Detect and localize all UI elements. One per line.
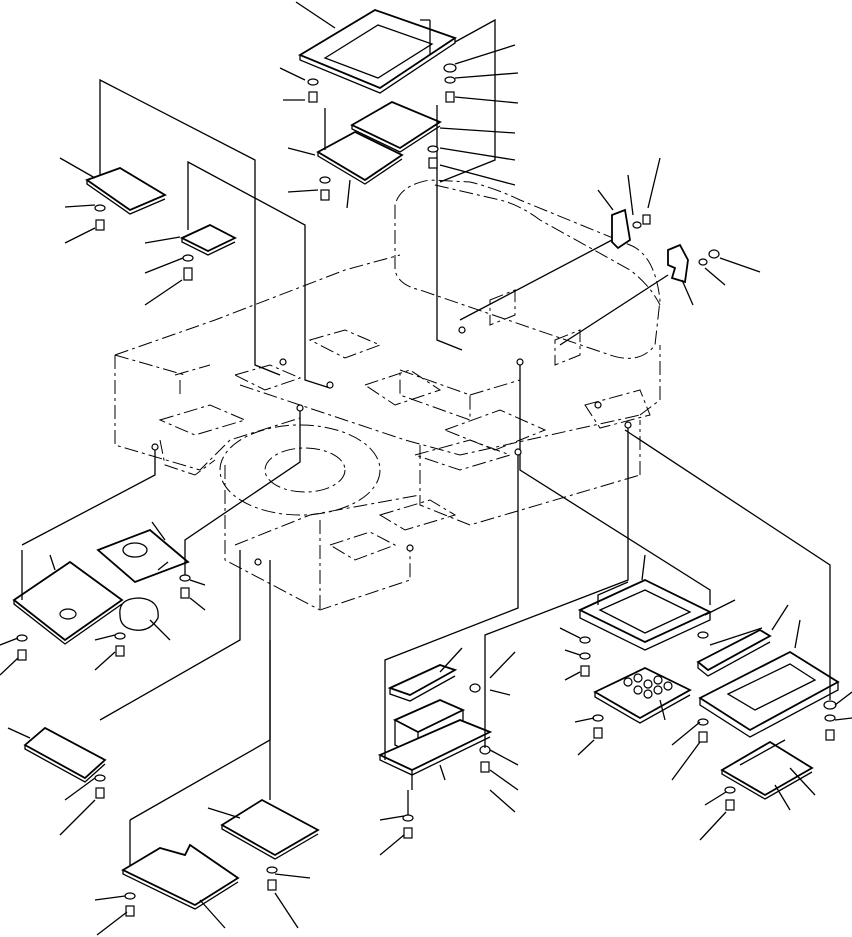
- bottom-left-leaders: [7, 727, 311, 936]
- top-cover-plate: [298, 9, 458, 90]
- top-small-plate: [316, 130, 404, 182]
- bracket-leaders: [597, 157, 761, 306]
- left-upper-leaders: [59, 157, 184, 306]
- top-cover-leaders: [279, 1, 519, 209]
- frame-outline: [114, 179, 661, 611]
- bottom-left-plates: [23, 550, 320, 917]
- center-lower-leaders: [379, 647, 519, 856]
- grommet-cluster: [623, 673, 673, 699]
- mount-plate: [96, 528, 190, 584]
- center-lower-assembly: [377, 425, 629, 839]
- gasket: [119, 597, 159, 631]
- left-lower-leaders: [0, 521, 206, 676]
- top-cover-assembly: [298, 9, 463, 351]
- bracket-parts: [459, 208, 720, 346]
- top-inner-plate: [350, 100, 442, 150]
- right-lower-assembly: [519, 365, 840, 811]
- frame-holes: [151, 326, 632, 566]
- right-lower-leaders: [559, 554, 852, 841]
- left-lower-plate: [12, 560, 124, 642]
- left-upper-plates: [85, 78, 331, 389]
- left-lower-assembly: [12, 410, 301, 661]
